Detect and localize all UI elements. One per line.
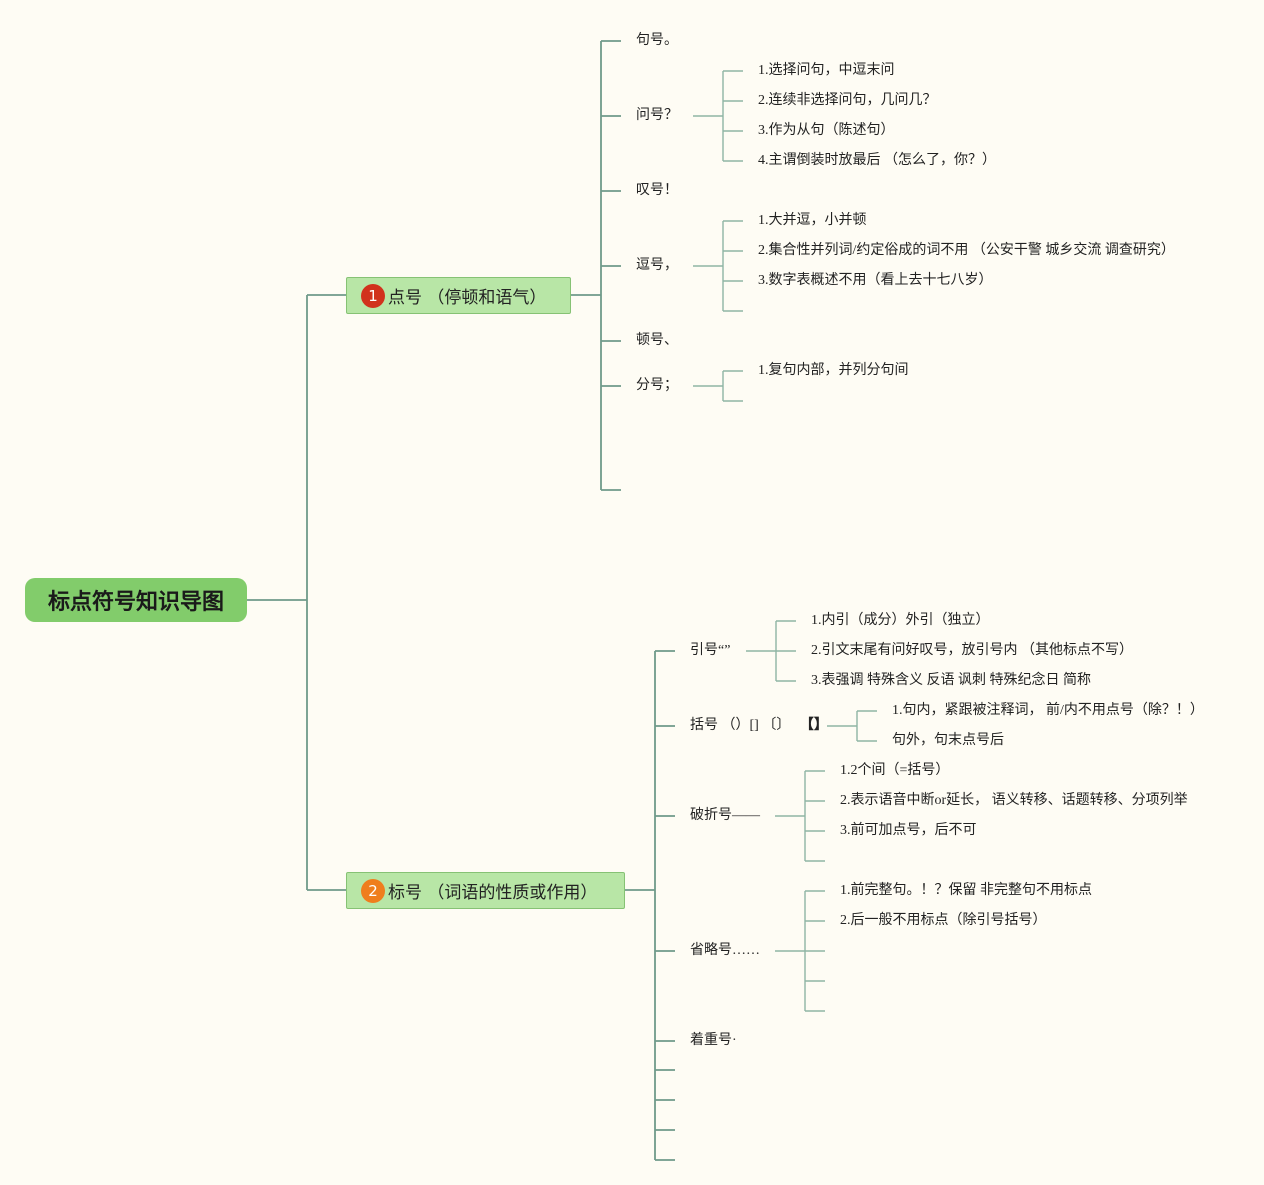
pozhe-rule-2[interactable]: 2.表示语音中断or延长， 语义转移、话题转移、分项列举 [840,793,1188,808]
branch-label: 点号 （停顿和语气） [388,288,547,308]
wenhao-rule-1[interactable]: 1.选择问句，中逗末问 [758,63,895,78]
yinhao-rule-1[interactable]: 1.内引（成分）外引（独立） [811,613,990,628]
node-douhao[interactable]: 逗号， [636,258,678,273]
root-node[interactable]: 标点符号知识导图 [25,578,247,622]
node-fenhao[interactable]: 分号； [636,378,678,393]
node-yinhao[interactable]: 引号“” [690,643,731,658]
douhao-rule-2[interactable]: 2.集合性并列词/约定俗成的词不用 （公安干警 城乡交流 调查研究） [758,243,1175,258]
wenhao-rule-4[interactable]: 4.主谓倒装时放最后 （怎么了，你？） [758,153,996,168]
number-1-badge-icon: 1 [361,283,385,308]
shenglue-rule-1[interactable]: 1.前完整句。！？保留 非完整句不用标点 [840,883,1092,898]
pozhe-rule-3[interactable]: 3.前可加点号，后不可 [840,823,977,838]
number-2-badge-icon: 2 [361,878,385,903]
yinhao-rule-3[interactable]: 3.表强调 特殊含义 反语 讽刺 特殊纪念日 简称 [811,673,1091,688]
fenhao-rule-1[interactable]: 1.复句内部，并列分句间 [758,363,909,378]
node-dunhao[interactable]: 顿号、 [636,333,678,348]
node-juhao[interactable]: 句号。 [636,33,678,48]
wenhao-rule-3[interactable]: 3.作为从句（陈述句） [758,123,895,138]
wenhao-rule-2[interactable]: 2.连续非选择问句，几问几？ [758,93,937,108]
node-wenhao[interactable]: 问号？ [636,108,678,123]
douhao-rule-1[interactable]: 1.大并逗，小并顿 [758,213,867,228]
shenglue-rule-2[interactable]: 2.后一般不用标点（除引号括号） [840,913,1047,928]
node-pozhe[interactable]: 破折号—— [690,808,760,823]
kuohao-rule-1[interactable]: 1.句内，紧跟被注释词， 前/内不用点号（除？！） [892,703,1204,718]
branch-label-marks[interactable]: 2 标号 （词语的性质或作用） [346,872,625,909]
kuohao-text: 括号 （）[] 〔〕 [690,718,791,733]
branch-punctuation-marks[interactable]: 1 点号 （停顿和语气） [346,277,571,314]
branch-label: 标号 （词语的性质或作用） [388,883,598,903]
node-kuohao[interactable]: 括号 （）[] 〔〕 【】 [690,717,828,735]
yinhao-rule-2[interactable]: 2.引文末尾有问好叹号，放引号内 （其他标点不写） [811,643,1133,658]
node-zhuozhong[interactable]: 着重号· [690,1033,737,1048]
pozhe-rule-1[interactable]: 1.2个间（=括号） [840,763,950,778]
douhao-rule-3[interactable]: 3.数字表概述不用（看上去十七八岁） [758,273,993,288]
kuohao-rule-2[interactable]: 句外，句末点号后 [892,733,1004,748]
kuohao-square-bold: 【】 [799,718,828,733]
node-shenglue[interactable]: 省略号…… [690,943,760,958]
node-tanhao[interactable]: 叹号！ [636,183,678,198]
